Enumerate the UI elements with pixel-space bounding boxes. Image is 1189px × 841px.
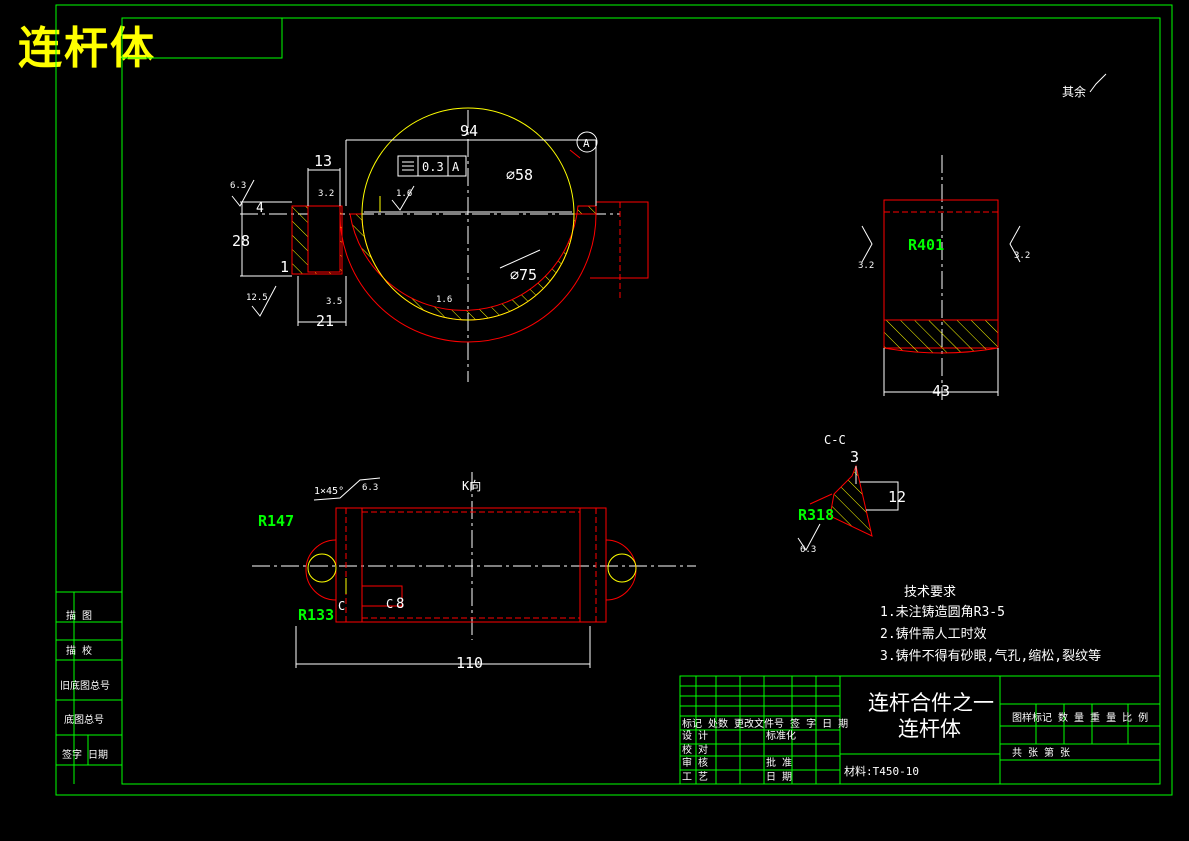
- roughness-12-5: 12.5: [246, 293, 268, 303]
- chamfer-label: 1×45°: [314, 486, 344, 497]
- section-cc-shape: [829, 464, 873, 537]
- right-ear: [590, 201, 649, 279]
- tech-req-item-2: 2.铸件需人工时效: [880, 626, 987, 642]
- roughness-3-5: 3.5: [326, 297, 342, 307]
- radius-r318: R318: [798, 506, 834, 524]
- dim-4: 4: [256, 201, 264, 216]
- section-roughness: 6.3: [800, 545, 816, 555]
- tb-check: 校 对: [682, 743, 708, 756]
- tb-review: 审 核: [682, 756, 708, 769]
- side-roughness-left: 3.2: [858, 261, 874, 271]
- crescent-section: [349, 205, 597, 321]
- bottom-body: [335, 507, 607, 623]
- cut-mark-c-right: C: [386, 597, 393, 611]
- tb-design: 设 计: [682, 729, 708, 742]
- dim-1: 1: [280, 258, 289, 276]
- dim-13: 13: [314, 152, 332, 170]
- radius-r401: R401: [908, 236, 944, 254]
- part-name-line1: 连杆合件之一: [868, 691, 994, 715]
- drawing-frame: [55, 4, 1173, 796]
- roughness-6-3: 6.3: [230, 181, 246, 191]
- dim-8: 8: [396, 596, 404, 612]
- roughness-3-2: 3.2: [318, 189, 334, 199]
- view-top: 0.3 A A 94 13 28 1 21 4 ⌀58 ⌀75 6.3 3.2 …: [230, 107, 649, 382]
- roughness-1-6: 1.6: [396, 189, 412, 199]
- tb-standardize: 标准化: [766, 729, 796, 742]
- side-section: [883, 319, 999, 354]
- part-name-line2: 连杆体: [898, 717, 961, 741]
- left-strip: [56, 591, 122, 784]
- dim-43: 43: [932, 382, 950, 400]
- strip-item-base-no: 底图总号: [64, 713, 104, 726]
- right-lug-hole: [607, 553, 637, 583]
- radius-r147: R147: [258, 512, 294, 530]
- datum-marker: A: [583, 137, 590, 150]
- tolerance-datum: A: [452, 160, 460, 174]
- outer-arc: [339, 213, 597, 343]
- dim-28: 28: [232, 232, 250, 250]
- view-side: R401 43 3.2 3.2: [858, 155, 1030, 400]
- drawing-title: 连杆体: [18, 23, 156, 74]
- section-label: C-C: [824, 433, 846, 447]
- section-dim-3: 3: [850, 448, 859, 466]
- title-tag-box: [121, 17, 283, 59]
- roughness-symbol-icon: [1089, 73, 1107, 93]
- strip-item-sign-date: 签字 日期: [62, 748, 108, 761]
- roughness-1-6b: 1.6: [436, 295, 452, 305]
- dim-dia75: ⌀75: [510, 266, 537, 284]
- tolerance-frame: [397, 155, 467, 177]
- bottom-roughness: 6.3: [362, 483, 378, 493]
- tech-req-item-3: 3.铸件不得有砂眼,气孔,缩松,裂纹等: [880, 648, 1101, 664]
- bore-circle: [361, 107, 575, 321]
- view-label-k: K向: [462, 478, 481, 493]
- strip-item-trace-check: 描 校: [66, 644, 92, 657]
- dim-dia58: ⌀58: [506, 166, 533, 184]
- view-bottom: K向 1×45° 6.3 R147 R133 C C 8 110: [252, 472, 696, 672]
- title-block: [679, 675, 1161, 785]
- tb-right-headers: 图样标记 数 量 重 量 比 例: [1012, 711, 1148, 724]
- tech-req-item-1: 1.未注铸造圆角R3-5: [880, 604, 1005, 620]
- view-section-cc: C-C 3 12 R318 6.3: [797, 433, 906, 555]
- tech-req-title: 技术要求: [904, 585, 956, 600]
- tech-requirements: 技术要求 1.未注铸造圆角R3-5 2.铸件需人工时效 3.铸件不得有砂眼,气孔…: [880, 585, 1101, 664]
- tb-process: 工 艺: [682, 771, 708, 783]
- surface-note: 其余: [1062, 84, 1086, 99]
- strip-item-trace: 描 图: [66, 609, 92, 622]
- section-dim-12: 12: [888, 488, 906, 506]
- tolerance-value: 0.3: [422, 160, 444, 174]
- tb-approve: 批 准: [766, 756, 792, 769]
- cut-mark-c-left: C: [338, 599, 345, 613]
- datum-circle: [576, 131, 598, 153]
- left-lug-hole: [307, 553, 337, 583]
- outer-border: [55, 4, 1173, 796]
- material-label: 材料:T450-10: [844, 764, 919, 778]
- side-roughness-right: 3.2: [1014, 251, 1030, 261]
- strip-item-old-base-no: 旧底图总号: [60, 679, 110, 692]
- dim-21: 21: [316, 312, 334, 330]
- tb-sheets: 共 张 第 张: [1012, 746, 1070, 759]
- tb-date: 日 期: [766, 771, 792, 783]
- radius-r133: R133: [298, 606, 334, 624]
- inner-border: [121, 17, 1161, 785]
- title-block-headers: 标记 处数 更改文件号 签 字 日 期: [682, 717, 848, 730]
- dim-94: 94: [460, 122, 478, 140]
- dim-110: 110: [456, 654, 483, 672]
